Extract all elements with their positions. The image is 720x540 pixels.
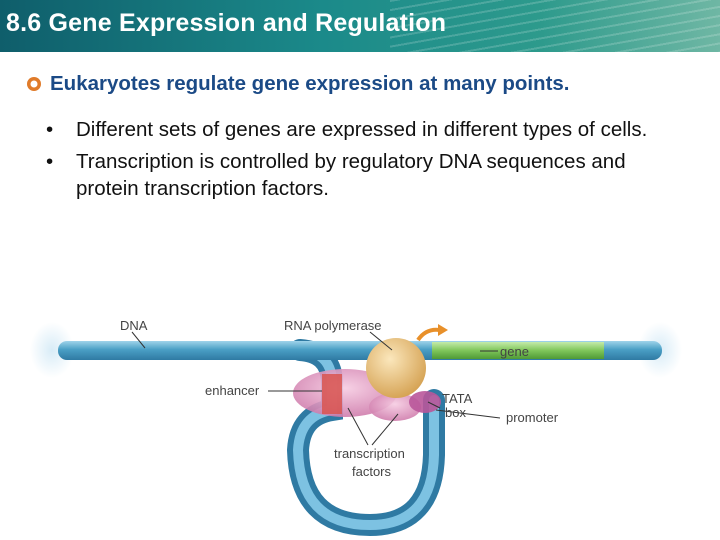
bullet-marker: • (46, 118, 54, 141)
tata-label-line2: box (445, 405, 466, 420)
gene-label: gene (500, 344, 529, 359)
tata-leader-line (427, 401, 441, 409)
transcription-arrowhead (438, 324, 448, 336)
title-bar: 8.6 Gene Expression and Regulation (0, 0, 720, 52)
bullet-text: Transcription is controlled by regulator… (76, 150, 626, 200)
subtitle-row: Eukaryotes regulate gene expression at m… (26, 72, 570, 96)
factors-leader-line-left (347, 407, 369, 446)
transcription-arrow (416, 327, 441, 342)
bullet-item: • Different sets of genes are expressed … (46, 116, 686, 143)
gene-segment (432, 342, 604, 359)
red-bullet-icon (27, 77, 41, 91)
bullet-text: Different sets of genes are expressed in… (76, 118, 648, 141)
rna-polymerase (366, 338, 426, 398)
enhancer-label: enhancer (205, 383, 260, 398)
gene-regulation-diagram: DNA RNA polymerase gene enhancer TATA bo… (30, 318, 682, 537)
bullet-marker: • (46, 150, 54, 173)
promoter-leader-line (435, 409, 501, 419)
dna-glow-left (30, 322, 74, 378)
transcription-factor-tata (409, 391, 441, 413)
header-background-pattern (390, 0, 720, 52)
rna-polymerase-label: RNA polymerase (284, 318, 382, 333)
page-title: 8.6 Gene Expression and Regulation (6, 9, 447, 37)
bullet-list: • Different sets of genes are expressed … (46, 116, 686, 207)
enhancer-segment (322, 374, 342, 414)
dna-label: DNA (120, 318, 148, 333)
tata-label-line1: TATA (442, 391, 473, 406)
transcription-factors-label-line2: factors (352, 464, 392, 479)
slide-subtitle: Eukaryotes regulate gene expression at m… (50, 72, 570, 95)
rna-polymerase-leader-line (369, 331, 393, 351)
transcription-factor-small (369, 393, 421, 421)
promoter-label: promoter (506, 410, 559, 425)
factors-leader-line-right (371, 413, 399, 446)
bullet-item: • Transcription is controlled by regulat… (46, 148, 686, 202)
dna-leader-line (131, 331, 146, 349)
transcription-factors-label-line1: transcription (334, 446, 405, 461)
